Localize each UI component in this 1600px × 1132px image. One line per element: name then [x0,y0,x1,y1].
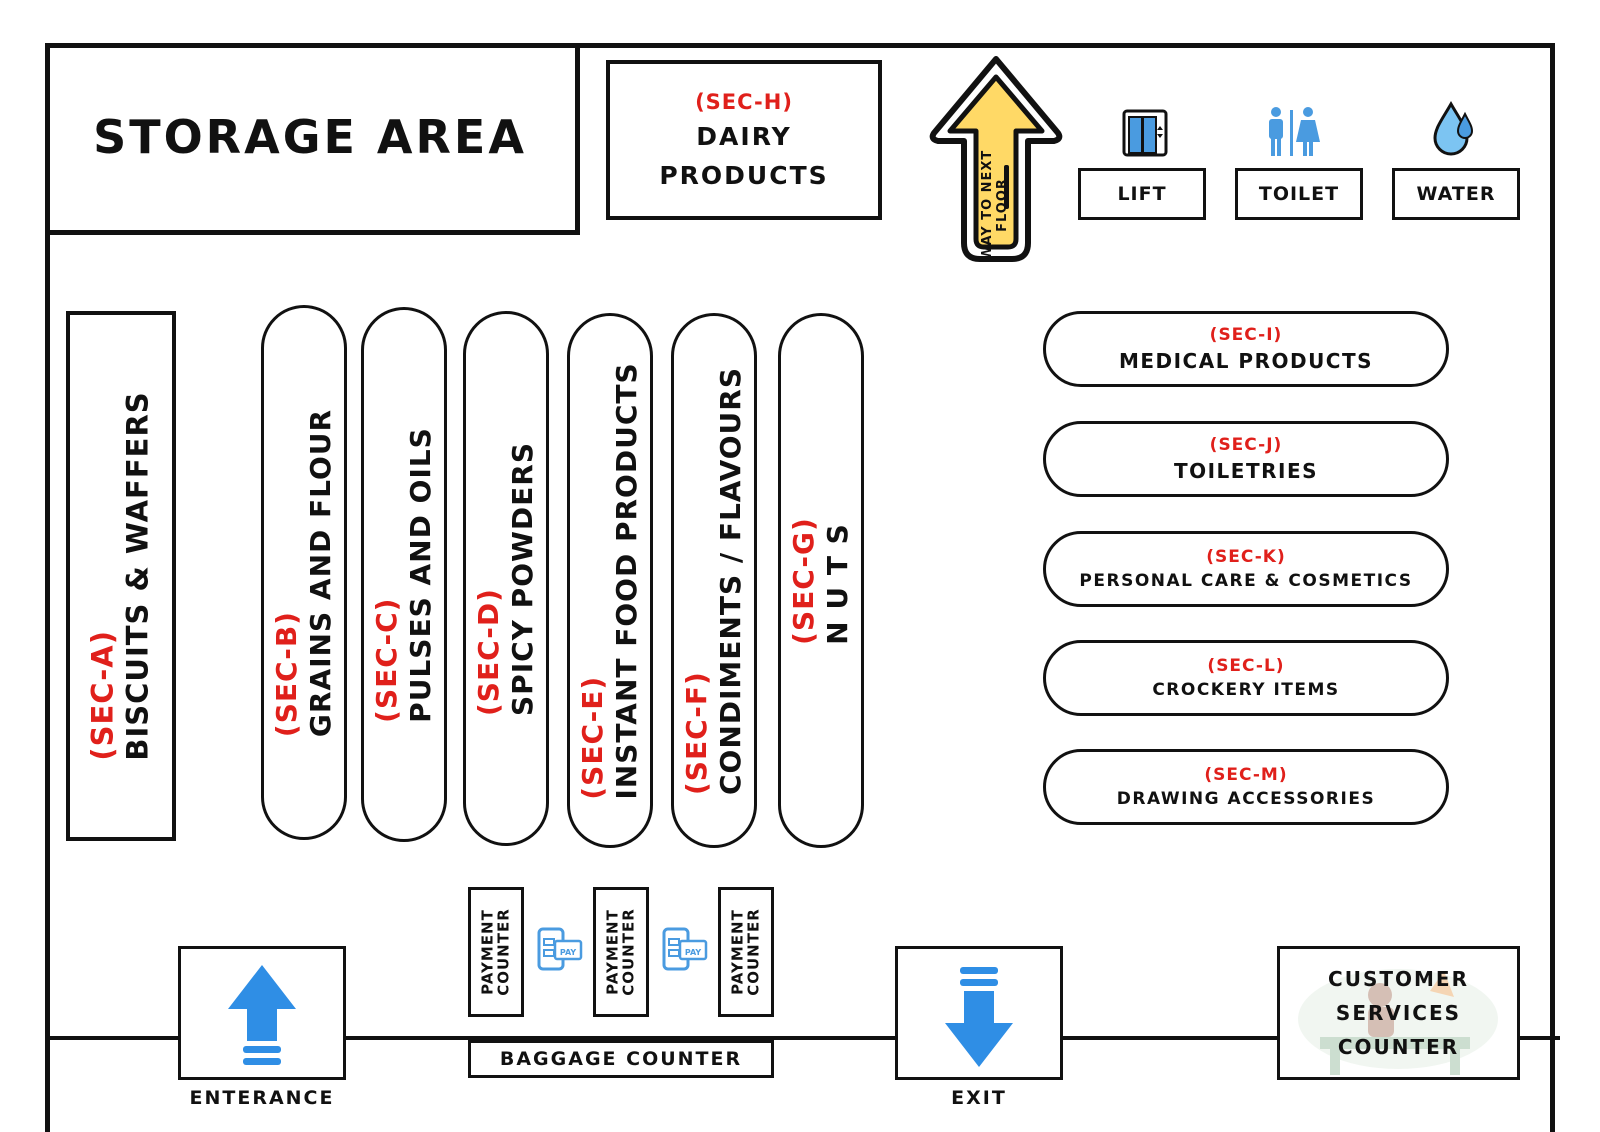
exit-label: EXIT [951,1087,1007,1109]
section-code: (SEC-J) [1209,435,1283,455]
water-drop-icon [1431,100,1477,156]
section-code: (SEC-A) [85,630,120,761]
elevator-icon [1121,108,1169,158]
section-code: (SEC-C) [369,597,403,723]
section-name-line2: PRODUCTS [659,161,829,190]
payment-counter-label-line2: COUNTER [744,908,762,996]
building-outline [45,43,1555,1132]
section-code: (SEC-B) [269,610,303,737]
pay-icon-text: PAY [685,948,702,957]
section-code: (SEC-I) [1209,325,1283,345]
section-b-aisle[interactable]: (SEC-B) GRAINS AND FLOUR [261,305,347,840]
section-name: N U T S [821,522,854,645]
storage-area-title: STORAGE AREA [93,109,527,164]
water-label-box[interactable]: WATER [1392,168,1520,220]
next-floor-label-line1: WAY TO NEXT [980,149,996,261]
mobile-pay-icon: PAY [535,925,583,973]
storage-area: STORAGE AREA [45,43,580,235]
payment-counter-3[interactable]: PAYMENT COUNTER [718,887,774,1017]
section-name: INSTANT FOOD PRODUCTS [610,361,643,800]
section-c-aisle[interactable]: (SEC-C) PULSES AND OILS [361,307,447,842]
payment-counter-label-line2: COUNTER [494,908,512,996]
section-m-drawing[interactable]: (SEC-M) DRAWING ACCESSORIES [1043,749,1449,825]
section-k-personal-care[interactable]: (SEC-K) PERSONAL CARE & COSMETICS [1043,531,1449,607]
section-name-line1: DAIRY [696,122,792,151]
toilet-label: TOILET [1258,183,1340,205]
up-arrow-icon [929,56,1063,262]
up-arrow-icon [228,965,296,1065]
customer-services-line1: CUSTOMER [1328,967,1469,991]
restroom-icon [1264,106,1320,158]
mobile-pay-icon: PAY [660,925,708,973]
customer-services-line3: COUNTER [1337,1035,1460,1059]
next-floor-label-line2: FLOOR [995,178,1010,232]
section-i-medical[interactable]: (SEC-I) MEDICAL PRODUCTS [1043,311,1449,387]
water-label: WATER [1416,183,1496,205]
service-desk-illustration [1298,969,1498,1075]
baggage-counter-label: BAGGAGE COUNTER [499,1048,743,1070]
section-code: (SEC-D) [471,587,505,716]
section-e-aisle[interactable]: (SEC-E) INSTANT FOOD PRODUCTS [567,313,653,848]
section-name: GRAINS AND FLOUR [304,408,337,737]
section-code: (SEC-E) [575,675,609,800]
entrance-door[interactable] [178,946,346,1080]
section-a-aisle[interactable]: (SEC-A) BISCUITS & WAFFERS [66,311,176,841]
lift-label: LIFT [1117,183,1167,205]
section-code: (SEC-H) [695,90,793,114]
section-f-aisle[interactable]: (SEC-F) CONDIMENTS / FLAVOURS [671,313,757,848]
section-code: (SEC-M) [1204,765,1288,785]
entrance-label: ENTERANCE [189,1087,335,1109]
section-name: PULSES AND OILS [404,426,437,723]
section-code: (SEC-L) [1207,656,1285,676]
customer-services-line2: SERVICES [1335,1001,1462,1025]
section-l-crockery[interactable]: (SEC-L) CROCKERY ITEMS [1043,640,1449,716]
section-name: PERSONAL CARE & COSMETICS [1079,571,1413,591]
section-h-dairy[interactable]: (SEC-H) DAIRY PRODUCTS [606,60,882,220]
customer-services-counter[interactable]: CUSTOMER SERVICES COUNTER [1277,946,1520,1080]
pay-icon-text: PAY [560,948,577,957]
section-name: SPICY POWDERS [506,441,539,716]
section-name: TOILETRIES [1173,459,1319,483]
payment-counter-1[interactable]: PAYMENT COUNTER [468,887,524,1017]
section-code: (SEC-G) [786,516,820,645]
section-code: (SEC-K) [1206,547,1286,567]
section-g-aisle[interactable]: (SEC-G) N U T S [778,313,864,848]
section-name: BISCUITS & WAFFERS [121,391,155,761]
payment-counter-label-line2: COUNTER [619,908,637,996]
baggage-counter[interactable]: BAGGAGE COUNTER [468,1040,774,1078]
section-name: CROCKERY ITEMS [1152,680,1340,700]
down-arrow-icon [945,967,1013,1067]
section-name: CONDIMENTS / FLAVOURS [714,366,747,795]
toilet-label-box[interactable]: TOILET [1235,168,1363,220]
section-d-aisle[interactable]: (SEC-D) SPICY POWDERS [463,311,549,846]
floor-line [45,1036,1560,1040]
lift-label-box[interactable]: LIFT [1078,168,1206,220]
way-to-next-floor[interactable]: WAY TO NEXT FLOOR [928,55,1064,265]
section-name: MEDICAL PRODUCTS [1118,349,1374,373]
exit-door[interactable] [895,946,1063,1080]
section-name: DRAWING ACCESSORIES [1116,789,1376,809]
payment-counter-2[interactable]: PAYMENT COUNTER [593,887,649,1017]
section-code: (SEC-F) [679,670,713,795]
section-j-toiletries[interactable]: (SEC-J) TOILETRIES [1043,421,1449,497]
